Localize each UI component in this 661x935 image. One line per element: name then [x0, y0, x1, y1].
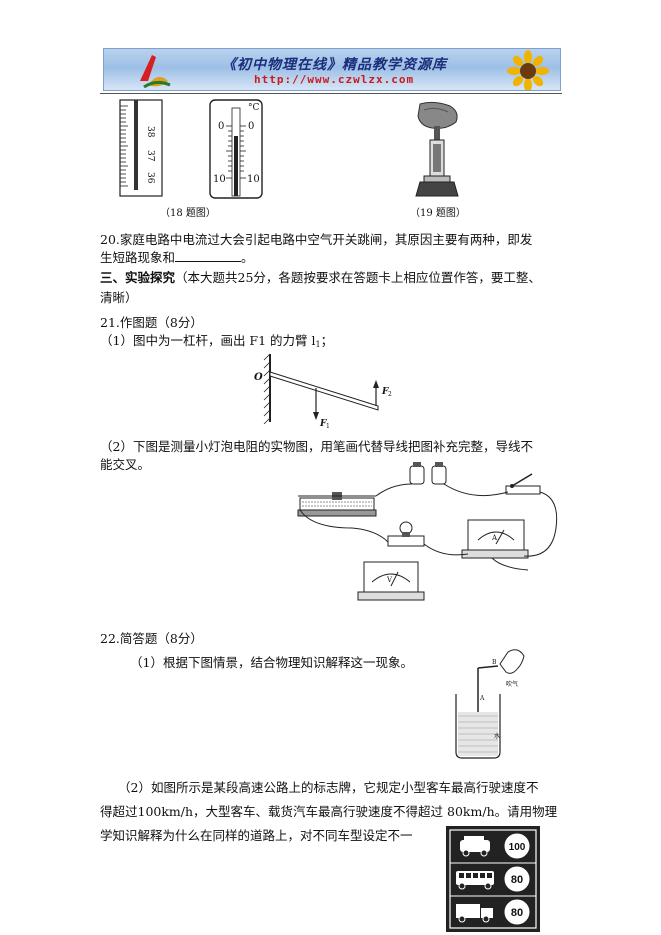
straw-label-a: A [479, 695, 485, 702]
section3-heading-line: 三、实验探究（本大题共25分，各题按要求在答题卡上相应位置作答，要工整、 [100, 267, 541, 286]
lever-f1-label: F [319, 419, 327, 429]
lever-f2-label: F [381, 387, 389, 397]
rheostat [297, 492, 377, 517]
q20-line1: 20.家庭电路中电流过大会引起电路中空气开关跳闸，其原因主要有两种，即发 [100, 232, 533, 247]
q21-part1: （1）图中为一杠杆，画出 F1 的力臂 l1； [100, 330, 333, 349]
straw-beaker-figure: B A 吹气 水 [455, 649, 525, 759]
lever-f2-sub: 2 [388, 391, 392, 398]
clinical-mark-37: 37 [145, 150, 155, 162]
voltmeter-label: V [386, 576, 393, 584]
q21-part1-sub: 1 [315, 340, 321, 349]
voltmeter: V [357, 561, 425, 601]
celsius-mark-10-left: 10 [213, 174, 226, 185]
speed-limit-sign: 100 80 80 [446, 826, 540, 932]
ammeter-label: A [491, 534, 498, 542]
bus-icon [456, 871, 494, 890]
banner-title: 《初中物理在线》精品教学资源库 [222, 57, 447, 73]
q22-part2-line1: （2）如图所示是某段高速公路上的标志牌，它规定小型客车最高行驶速度不 [118, 780, 539, 795]
speed-limit-80-truck: 80 [503, 898, 531, 926]
battery-cells [409, 462, 447, 485]
straw-label-b: B [492, 659, 497, 666]
speed-limit-100: 100 [503, 832, 531, 860]
header-banner: 《初中物理在线》精品教学资源库 http://www.czwlzx.com [103, 48, 561, 91]
fig19-apparatus [415, 101, 459, 197]
straw-label-blow: 吹气 [506, 680, 518, 688]
water-label: 水 [494, 732, 500, 740]
celsius-thermometer-figure: °C 0 0 10 10 [209, 99, 263, 199]
section3-line2: 清晰） [100, 290, 138, 305]
section3-heading: 三、实验探究 [100, 270, 176, 285]
speed-limit-80-truck-text: 80 [511, 907, 523, 919]
celsius-unit: °C [248, 103, 260, 113]
clinical-mark-38: 38 [145, 126, 155, 138]
knife-switch [505, 473, 541, 495]
clinical-mark-36: 36 [145, 172, 155, 184]
q20-answer-blank [175, 250, 242, 262]
ammeter: A [461, 519, 529, 559]
lever-figure: O F 1 F 2 [254, 353, 392, 430]
speed-limit-100-text: 100 [509, 842, 526, 853]
bulb [387, 521, 425, 547]
sunflower-icon [507, 50, 549, 90]
q21-part2-line1: （2）下图是测量小灯泡电阻的实物图，用笔画代替导线把图补充完整，导线不 [100, 439, 533, 454]
q21-part1-text: （1）图中为一杠杆，画出 F1 的力臂 l [100, 333, 316, 348]
speed-limit-80-bus: 80 [503, 865, 531, 893]
speed-limit-80-bus-text: 80 [511, 874, 523, 886]
q22-part1: （1）根据下图情景，结合物理知识解释这一现象。 [130, 655, 413, 670]
fig19-caption: （19 题图） [410, 208, 466, 219]
fig18-caption: （18 题图） [160, 208, 216, 219]
header-rule [100, 93, 562, 94]
logo-icon [140, 55, 171, 89]
q21-title: 21.作图题（8分） [100, 315, 203, 330]
truck-icon [456, 904, 493, 923]
q21-part2-line2: 能交叉。 [100, 457, 151, 472]
clinical-thermometer-figure: 38 37 36 [119, 99, 163, 197]
celsius-mark-0-left: 0 [218, 121, 224, 132]
banner-url: http://www.czwlzx.com [254, 73, 415, 86]
lever-pivot-label: O [254, 372, 263, 383]
q21-part1-end: ； [320, 333, 334, 348]
celsius-mark-0-right: 0 [248, 121, 254, 132]
celsius-mark-10-right: 10 [247, 174, 260, 185]
q22-part2-line3: 学知识解释为什么在同样的道路上，对不同车型设定不一 [100, 828, 413, 843]
q20-line2-end: 。 [241, 250, 254, 265]
lever-f1-sub: 1 [326, 423, 330, 430]
q22-part2-line2: 得超过100km/h，大型客车、载货汽车最高行驶速度不得超过 80km/h。请用… [100, 804, 558, 819]
q22-title: 22.简答题（8分） [100, 631, 203, 646]
section3-instructions: （本大题共25分，各题按要求在答题卡上相应位置作答，要工整、 [175, 270, 541, 285]
q20-line2-text: 生短路现象和 [100, 250, 176, 265]
car-icon [460, 836, 490, 857]
q20-line2: 生短路现象和 。 [100, 247, 254, 266]
circuit-figure: A V [297, 462, 558, 601]
